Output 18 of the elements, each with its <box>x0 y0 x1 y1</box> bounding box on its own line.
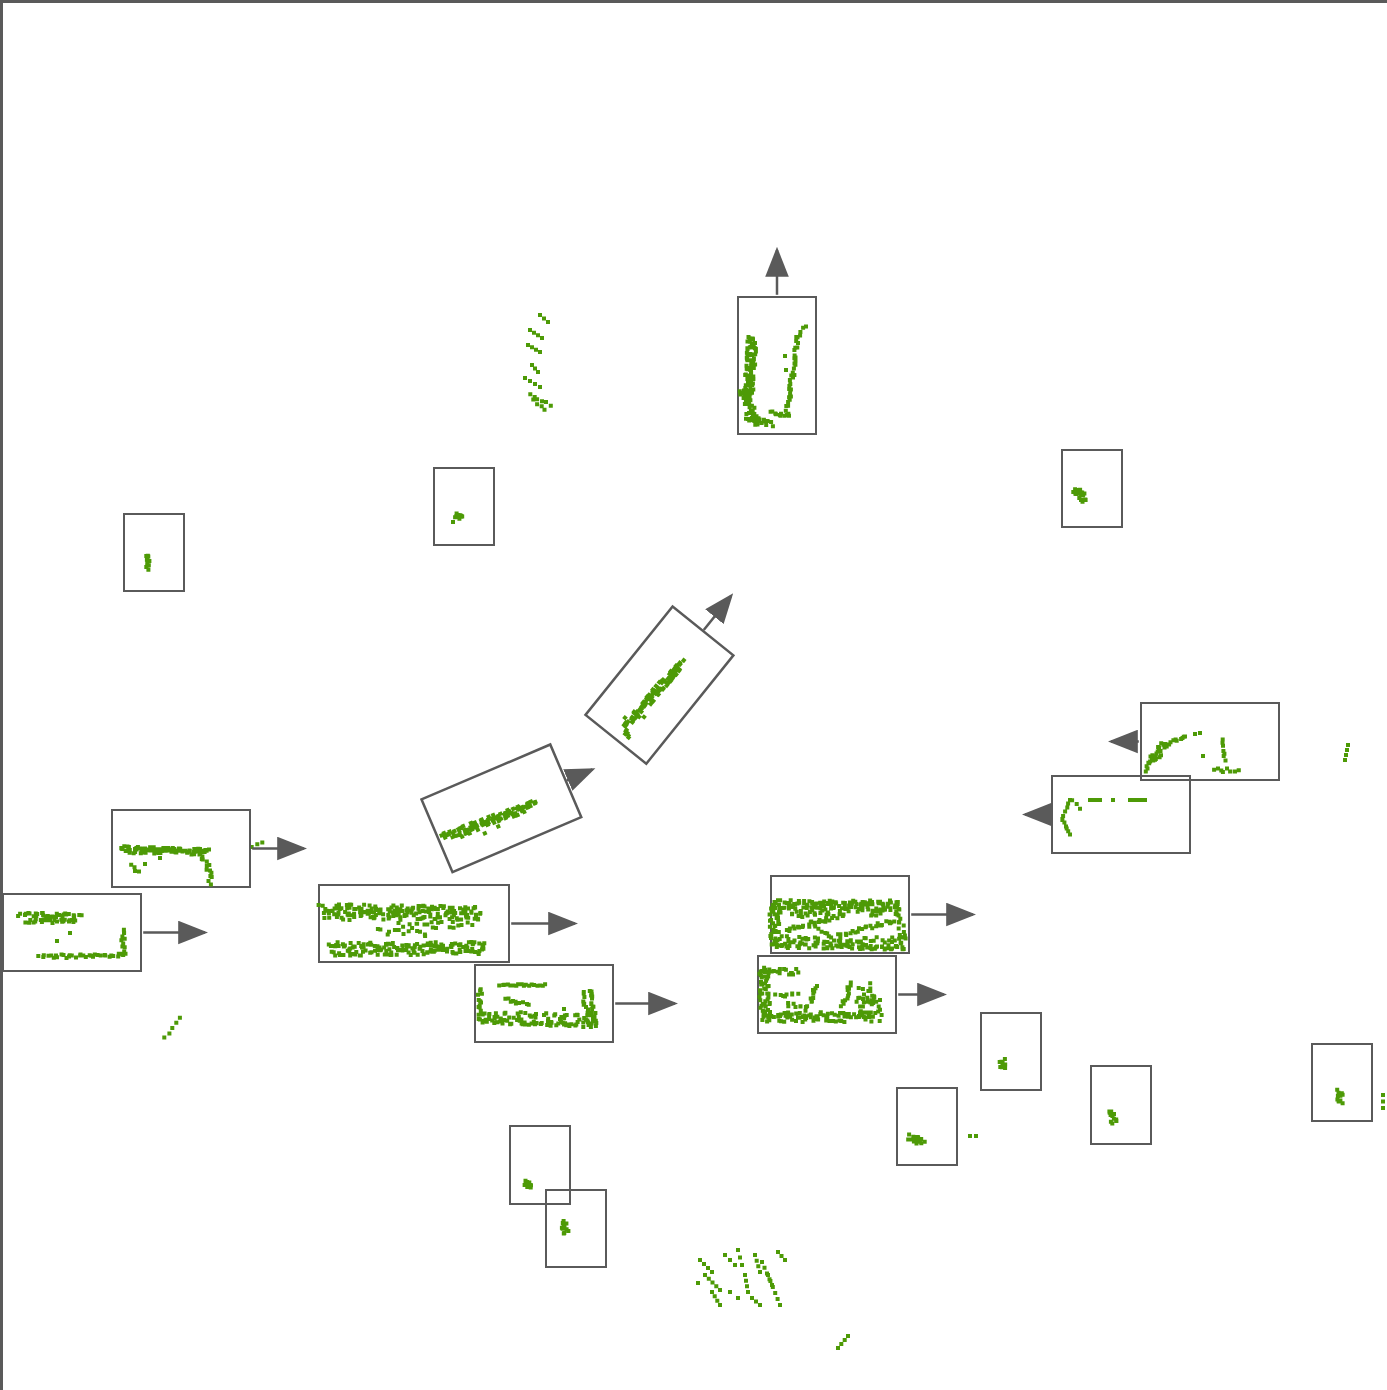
direction-arrow <box>614 991 678 1015</box>
direction-arrow <box>251 836 307 860</box>
bounding-box <box>896 1087 958 1166</box>
bounding-box <box>1061 449 1123 528</box>
direction-arrow <box>1021 802 1052 826</box>
direction-arrow <box>142 920 208 944</box>
bounding-box <box>123 513 185 592</box>
bounding-box <box>1311 1043 1373 1122</box>
direction-arrow <box>910 902 976 926</box>
bounding-box <box>545 1189 607 1268</box>
bounding-box <box>509 1125 571 1205</box>
bounding-box <box>980 1012 1042 1091</box>
bounding-box <box>433 467 495 546</box>
direction-arrow <box>764 246 789 295</box>
direction-arrow <box>510 911 578 935</box>
direction-arrow <box>897 982 947 1006</box>
direction-arrow <box>1107 729 1139 753</box>
bounding-box <box>1090 1065 1152 1145</box>
